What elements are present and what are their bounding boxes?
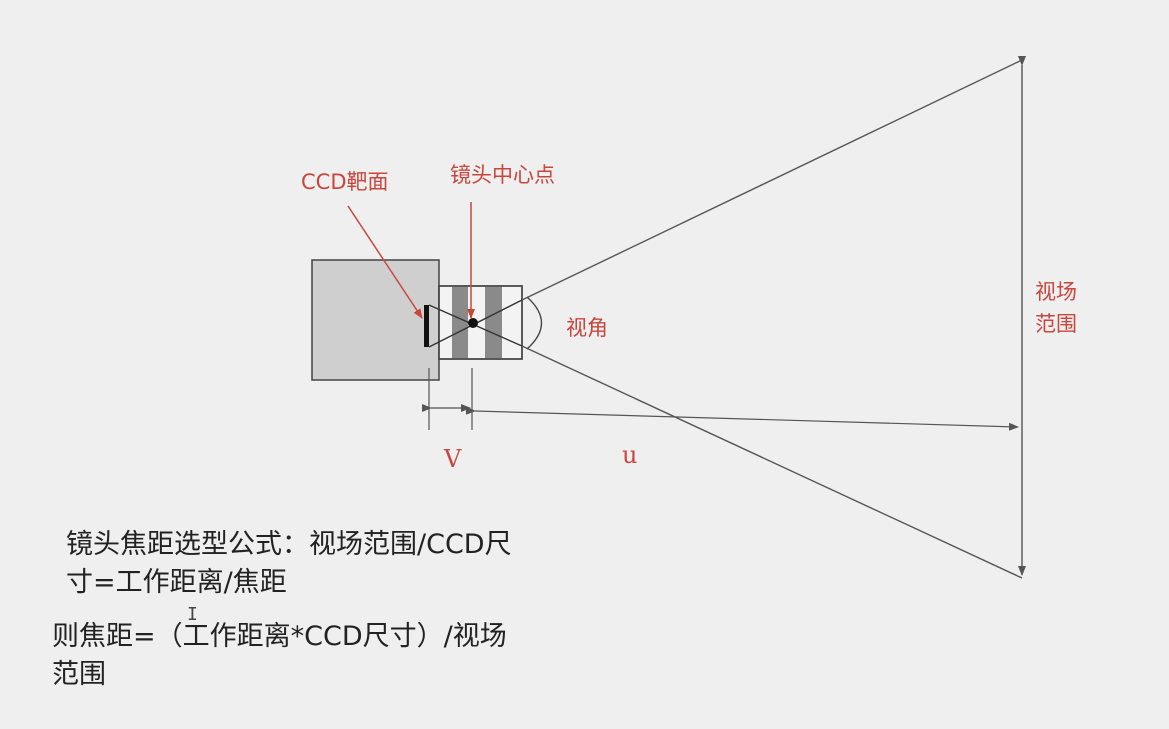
text-cursor-icon: I bbox=[187, 604, 198, 625]
field-of-view-label-line-1: 视场 bbox=[1035, 280, 1077, 304]
lens-barrel bbox=[438, 285, 523, 360]
working-distance-arrow bbox=[465, 406, 1019, 431]
image-distance-label: V bbox=[443, 445, 462, 473]
ccd-target-pointer bbox=[347, 205, 423, 319]
view-angle-arc bbox=[526, 296, 543, 350]
view-angle-label: 视角 bbox=[566, 316, 608, 340]
lens-center-label: 镜头中心点 bbox=[450, 163, 555, 187]
working-distance-label: u bbox=[622, 441, 637, 469]
camera-body bbox=[311, 259, 440, 381]
ccd-sensor bbox=[424, 305, 429, 347]
focal-length-formula: 则焦距=（工作距离*CCD尺寸）/视场范围 bbox=[52, 621, 507, 690]
ccd-target-label: CCD靶面 bbox=[301, 170, 389, 194]
lens-center-point bbox=[468, 318, 478, 328]
field-of-view-rays bbox=[521, 59, 1023, 579]
focal-length-selection-formula: 镜头焦距选型公式：视场范围/CCD尺寸=工作距离/焦距 bbox=[66, 529, 512, 598]
field-of-view-label-line-2: 范围 bbox=[1035, 312, 1077, 336]
